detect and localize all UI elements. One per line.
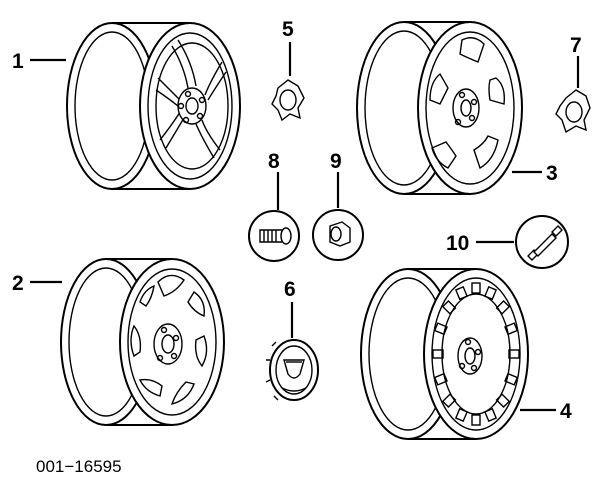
callout-8: 8: [268, 150, 280, 173]
wheel-4-slot: [504, 322, 519, 336]
wheel-4-slot: [504, 372, 519, 386]
wheel-4-slot: [471, 282, 481, 294]
wheel-4-slot: [441, 393, 457, 409]
wheel-4-slot: [484, 285, 498, 301]
callout-2: 2: [12, 272, 24, 295]
wheel-4-slot: [454, 285, 468, 301]
center-cap-5: [271, 79, 305, 122]
wheel-4-slot: [454, 407, 468, 423]
callout-6: 6: [284, 278, 296, 301]
wheel-4-slot: [471, 414, 481, 426]
wheel-4-slot: [495, 299, 511, 315]
callout-3: 3: [546, 162, 558, 185]
figure-code: 001−16595: [36, 457, 122, 476]
lug-nut-9: [312, 209, 364, 261]
callout-9: 9: [330, 150, 342, 173]
callout-5: 5: [282, 18, 294, 41]
center-cap-6: [265, 339, 319, 401]
callout-10: 10: [446, 232, 469, 255]
wheel-1-five-spoke: [66, 22, 241, 190]
wheel-4-slot: [433, 372, 448, 386]
callout-7: 7: [570, 34, 582, 57]
wheel-4-slot: [441, 299, 457, 315]
wheel-4-slot: [432, 349, 444, 359]
wheel-4-slot: [508, 349, 520, 359]
valve-stem-10: [515, 215, 569, 269]
wheel-4-multi-slot: [360, 268, 529, 440]
lug-bolt-8: [248, 210, 300, 262]
center-cap-7: [555, 89, 591, 134]
wheel-2-seven-spoke: [60, 258, 225, 426]
wheel-3-five-spoke-flat: [356, 21, 523, 195]
callout-1: 1: [12, 50, 24, 73]
wheel-4-slot: [433, 322, 448, 336]
wheel-4-slots: [432, 282, 520, 426]
callout-4: 4: [560, 400, 572, 423]
wheel-4-slot: [484, 407, 498, 423]
wheel-4-slot: [495, 393, 511, 409]
